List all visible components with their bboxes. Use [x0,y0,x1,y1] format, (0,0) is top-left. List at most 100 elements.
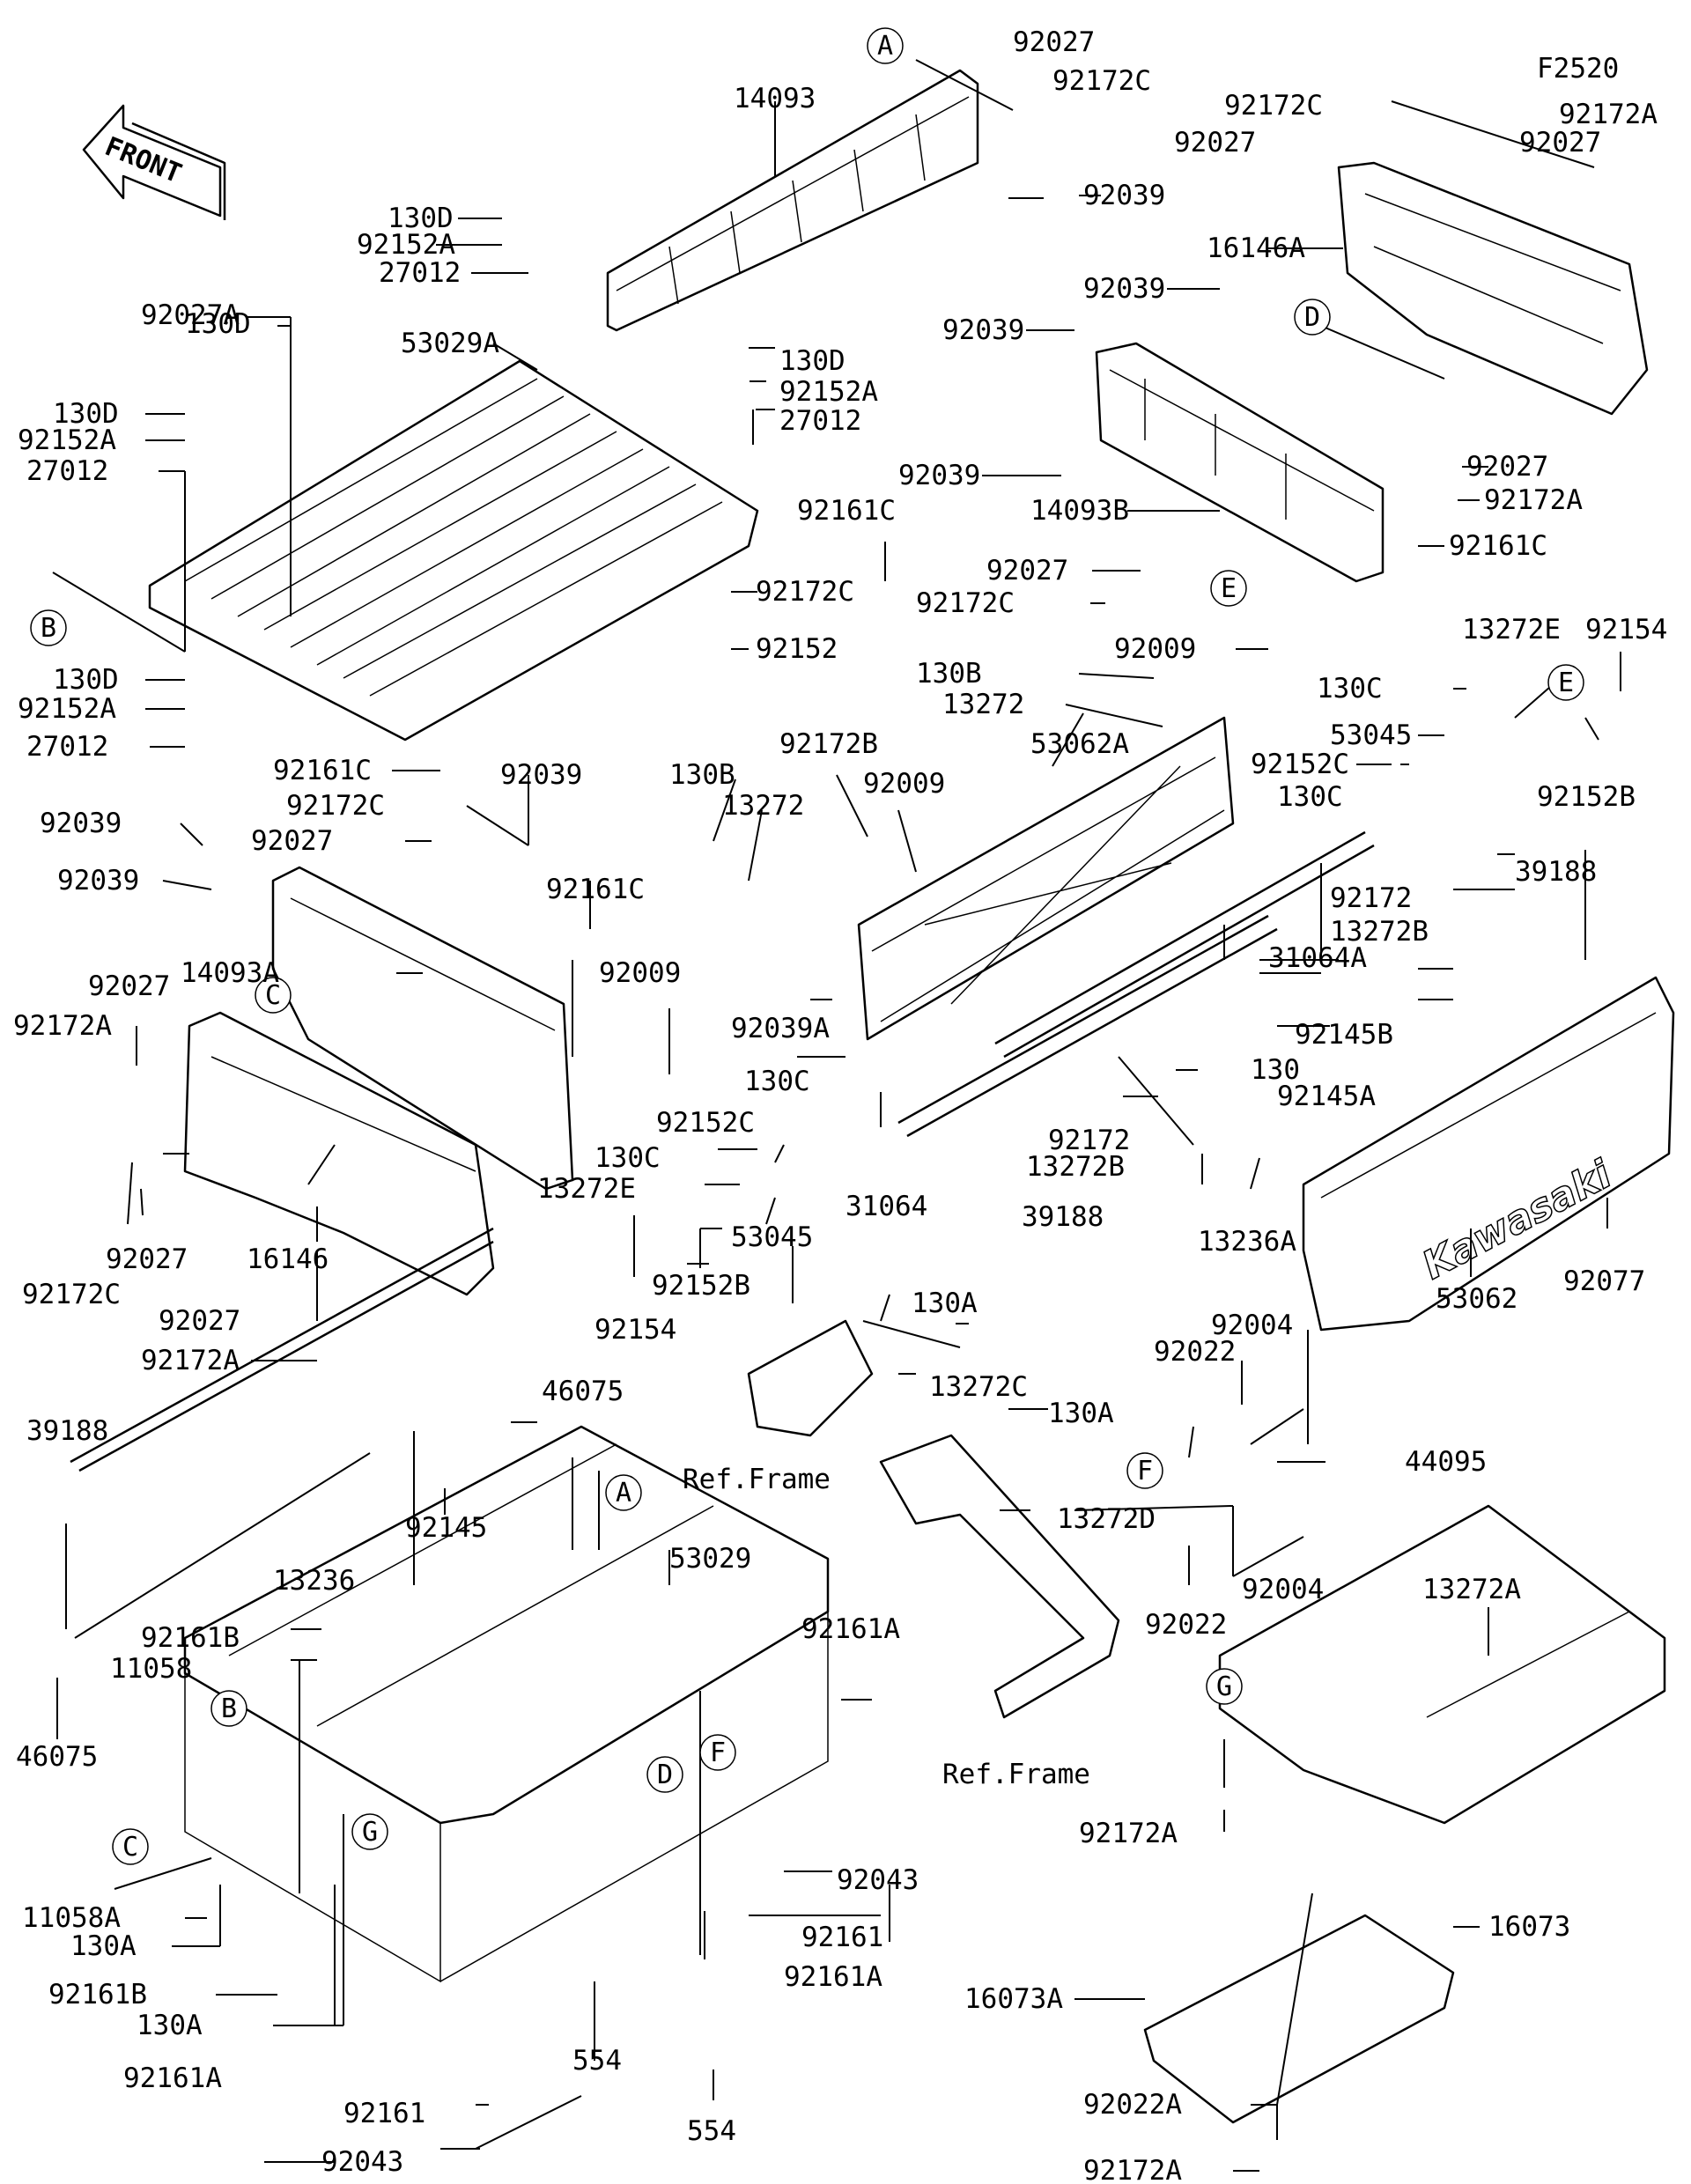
part-label: 92027 [1174,127,1256,159]
part-13236-rod [70,1227,494,1472]
part-label: 92027A [141,299,240,331]
part-label: 92172A [141,1345,240,1376]
part-label: 14093 [734,83,816,114]
part-label: 16146 [247,1243,329,1275]
part-label: 92027 [986,555,1068,587]
part-label: 92027 [88,970,170,1002]
part-label: 92154 [1585,614,1667,646]
part-label: 130A [137,2010,203,2041]
part-16146A-side-cover [1337,161,1649,416]
part-label: 92161A [784,1961,882,1993]
part-16073A-skid-plate [1143,1914,1455,2124]
part-label: 92172C [756,576,854,608]
part-label: 92152C [1251,749,1349,780]
callout-g-frame: G [351,1813,388,1850]
part-label: 92172 [1330,882,1412,914]
part-label: 92152A [779,376,878,408]
part-label: 92172A [1559,99,1658,130]
part-31064-rod [897,914,1278,1138]
part-label: 92145B [1295,1019,1393,1051]
svg-text:A: A [877,31,893,62]
part-label: 92043 [321,2146,403,2178]
part-label: 39188 [26,1415,108,1447]
part-ref-frame-lower [879,1434,1120,1719]
part-31064A-rod [994,830,1375,1059]
part-label: 92039 [57,865,139,896]
part-label: 13272C [929,1371,1028,1403]
part-label: 13272A [1422,1574,1521,1605]
part-label: 92027 [159,1305,240,1337]
part-label: 92039A [731,1013,830,1044]
part-label: 92172A [1083,2155,1182,2184]
part-label: 92039 [1083,180,1165,211]
part-label: 92043 [837,1864,919,1896]
part-53062A-tailgate-inner [857,716,1235,1041]
part-label: 53062 [1436,1283,1517,1315]
part-label: 92027 [1466,451,1548,483]
part-label: 27012 [26,731,108,763]
callout-b-left: B [30,609,67,646]
part-label: 130A [70,1930,137,1962]
callout-a-frame: A [605,1474,642,1511]
part-label: 92154 [594,1314,676,1346]
part-label: 92004 [1242,1574,1324,1605]
part-label: 53045 [1330,719,1412,751]
svg-text:G: G [1216,1671,1232,1702]
part-label: 92172A [1079,1818,1178,1849]
part-label: 92161 [801,1922,883,1953]
part-label: 92152C [656,1107,755,1139]
svg-text:D: D [657,1760,673,1790]
part-label: 92152 [756,633,838,665]
part-label: 92077 [1563,1265,1645,1297]
part-label: 92022 [1145,1609,1227,1641]
part-label: 39188 [1022,1201,1104,1233]
figure-code: F2520 [1537,53,1619,85]
part-label: 13272 [722,790,804,822]
callout-e-panel: E [1210,570,1247,607]
part-label: 16073 [1488,1911,1570,1943]
part-label: 11058 [110,1653,192,1685]
part-label: 92161C [273,755,372,786]
callout-e-right: E [1547,664,1584,701]
part-label: 92009 [1114,633,1196,665]
part-label: 130 [1251,1054,1300,1086]
part-label: 92152B [652,1270,750,1302]
part-label: 92152A [357,229,455,261]
part-label: 13272E [1462,614,1561,646]
part-ref-frame-upper [747,1319,874,1437]
part-label: 44095 [1405,1446,1487,1478]
part-label: 92172C [916,587,1015,619]
front-arrow-icon: FRONT [82,104,226,220]
part-label: 92172A [1484,484,1583,516]
part-label: 130C [1317,673,1383,705]
svg-text:B: B [221,1693,237,1724]
part-label: 16146A [1207,232,1305,264]
part-16146-side-cover [183,1011,495,1296]
part-label: 130D [53,664,119,696]
part-label: 92161B [48,1979,147,2011]
part-label: 130C [594,1142,661,1174]
callouts: A B C D E E F G A B C G D F [30,27,1584,1865]
part-label: 92009 [863,768,945,800]
part-label: 92027 [251,825,333,857]
part-label: 92145A [1277,1081,1376,1112]
part-label: 46075 [16,1741,98,1773]
part-label: 92172C [22,1279,121,1310]
callout-d-frame: D [646,1756,683,1793]
part-label: 14093B [1030,495,1129,527]
svg-text:F: F [1137,1456,1153,1487]
part-label: 92161C [1449,530,1547,562]
part-label: 130D [53,398,119,430]
part-label: 92172 [1048,1125,1130,1156]
part-label: 92009 [599,957,681,989]
part-label: 92027 [1013,26,1095,58]
part-label: 53045 [731,1221,813,1253]
part-label: 92027 [1519,127,1601,159]
svg-text:A: A [616,1478,631,1509]
part-label: 39188 [1515,856,1597,888]
callout-a-top: A [867,27,904,64]
part-label: 92161C [797,495,896,527]
part-label: 53029 [669,1543,751,1575]
part-label: 92172A [13,1010,112,1042]
